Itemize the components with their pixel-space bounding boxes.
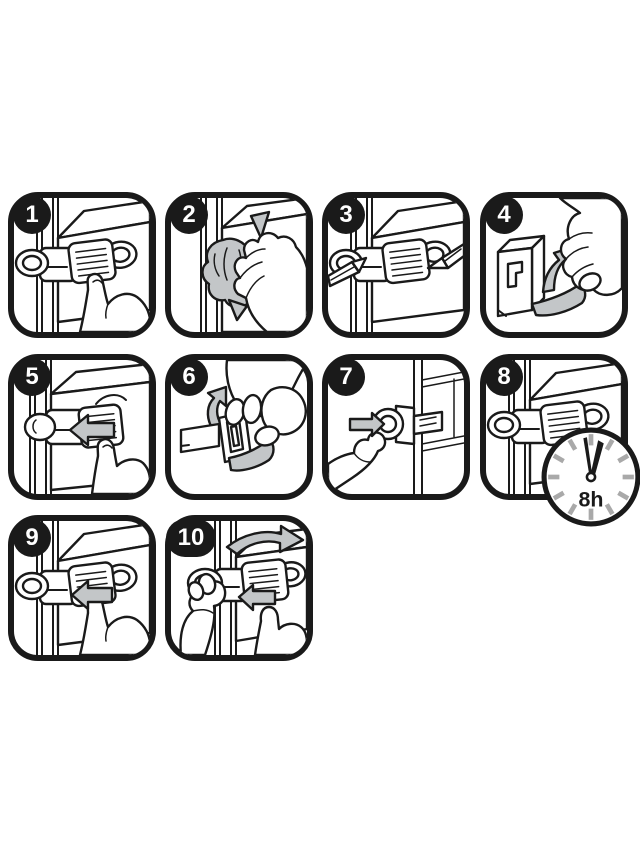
arrow-left-icon [68, 413, 116, 447]
step-number-badge: 3 [327, 196, 365, 234]
pencil-icon [328, 256, 368, 288]
step-9-art [14, 521, 150, 655]
step-7-art [328, 360, 464, 494]
arrow-right-icon [348, 411, 386, 438]
wait-duration-label: 8h [579, 488, 604, 512]
peel-adhesive-latch-icon [179, 360, 307, 472]
arrow-left-icon [237, 583, 277, 612]
clock-ticks [548, 434, 634, 520]
step-4-art [486, 198, 622, 332]
hand-icon [253, 605, 307, 655]
step-panel-5: 5 [8, 354, 156, 500]
cloth-tail-icon [227, 298, 249, 322]
step-panel-10: 10 [165, 515, 313, 661]
lock-device-icon [14, 238, 138, 285]
wait-8h-clock: 8h [540, 426, 640, 528]
clock-hands [583, 437, 604, 480]
adhesive-liner-icon [530, 282, 587, 317]
step-number-badge: 4 [485, 196, 523, 234]
hand-icon [233, 231, 307, 332]
step-panel-9: 9 [8, 515, 156, 661]
step-number-badge: 2 [170, 196, 208, 234]
hand-icon [224, 360, 307, 447]
open-door-while-pressing-icon [179, 521, 307, 655]
hand-icon [179, 572, 227, 655]
step-number-badge: 1 [13, 196, 51, 234]
step-3-art [328, 198, 464, 332]
hand-icon [90, 437, 150, 494]
step-panel-1: 1 [8, 192, 156, 338]
step-10-art [171, 521, 307, 655]
peel-adhesive-catch-icon [496, 198, 622, 318]
step-panel-7: 7 [322, 354, 470, 500]
press-lock-test-icon [14, 198, 150, 332]
hand-icon [558, 198, 622, 297]
hand-icon [328, 431, 387, 494]
step-panel-3: 3 [322, 192, 470, 338]
step-6-art [171, 360, 307, 494]
clock-icon: 8h [541, 427, 640, 527]
step-5-art [14, 360, 150, 494]
step-panel-4: 4 [480, 192, 628, 338]
step-number-badge: 5 [13, 358, 51, 396]
catch-piece-icon [496, 234, 546, 318]
mark-position-pencils-icon [328, 198, 464, 332]
hand-icon [78, 272, 150, 332]
press-lock-body-icon [23, 360, 150, 494]
step-number-badge: 8 [485, 358, 523, 396]
step-number-badge: 10 [166, 519, 216, 557]
clock-pivot [585, 471, 597, 483]
hand-icon [78, 595, 150, 655]
step-number-badge: 6 [170, 358, 208, 396]
pencil-icon [426, 242, 464, 270]
clean-surface-cloth-icon [200, 198, 307, 332]
arrow-right-curved-icon [225, 524, 305, 556]
lock-device-icon [328, 238, 452, 285]
arrow-left-icon [70, 579, 114, 611]
press-release-button-icon [14, 521, 150, 655]
press-catch-piece-icon [328, 360, 464, 494]
catch-piece-icon [371, 404, 444, 446]
adhesive-liner-icon [227, 437, 275, 472]
step-panel-2: 2 [165, 192, 313, 338]
step-panel-6: 6 [165, 354, 313, 500]
step-2-art [171, 198, 307, 332]
step-number-badge: 7 [327, 358, 365, 396]
step-1-art [14, 198, 150, 332]
step-number-badge: 9 [13, 519, 51, 557]
